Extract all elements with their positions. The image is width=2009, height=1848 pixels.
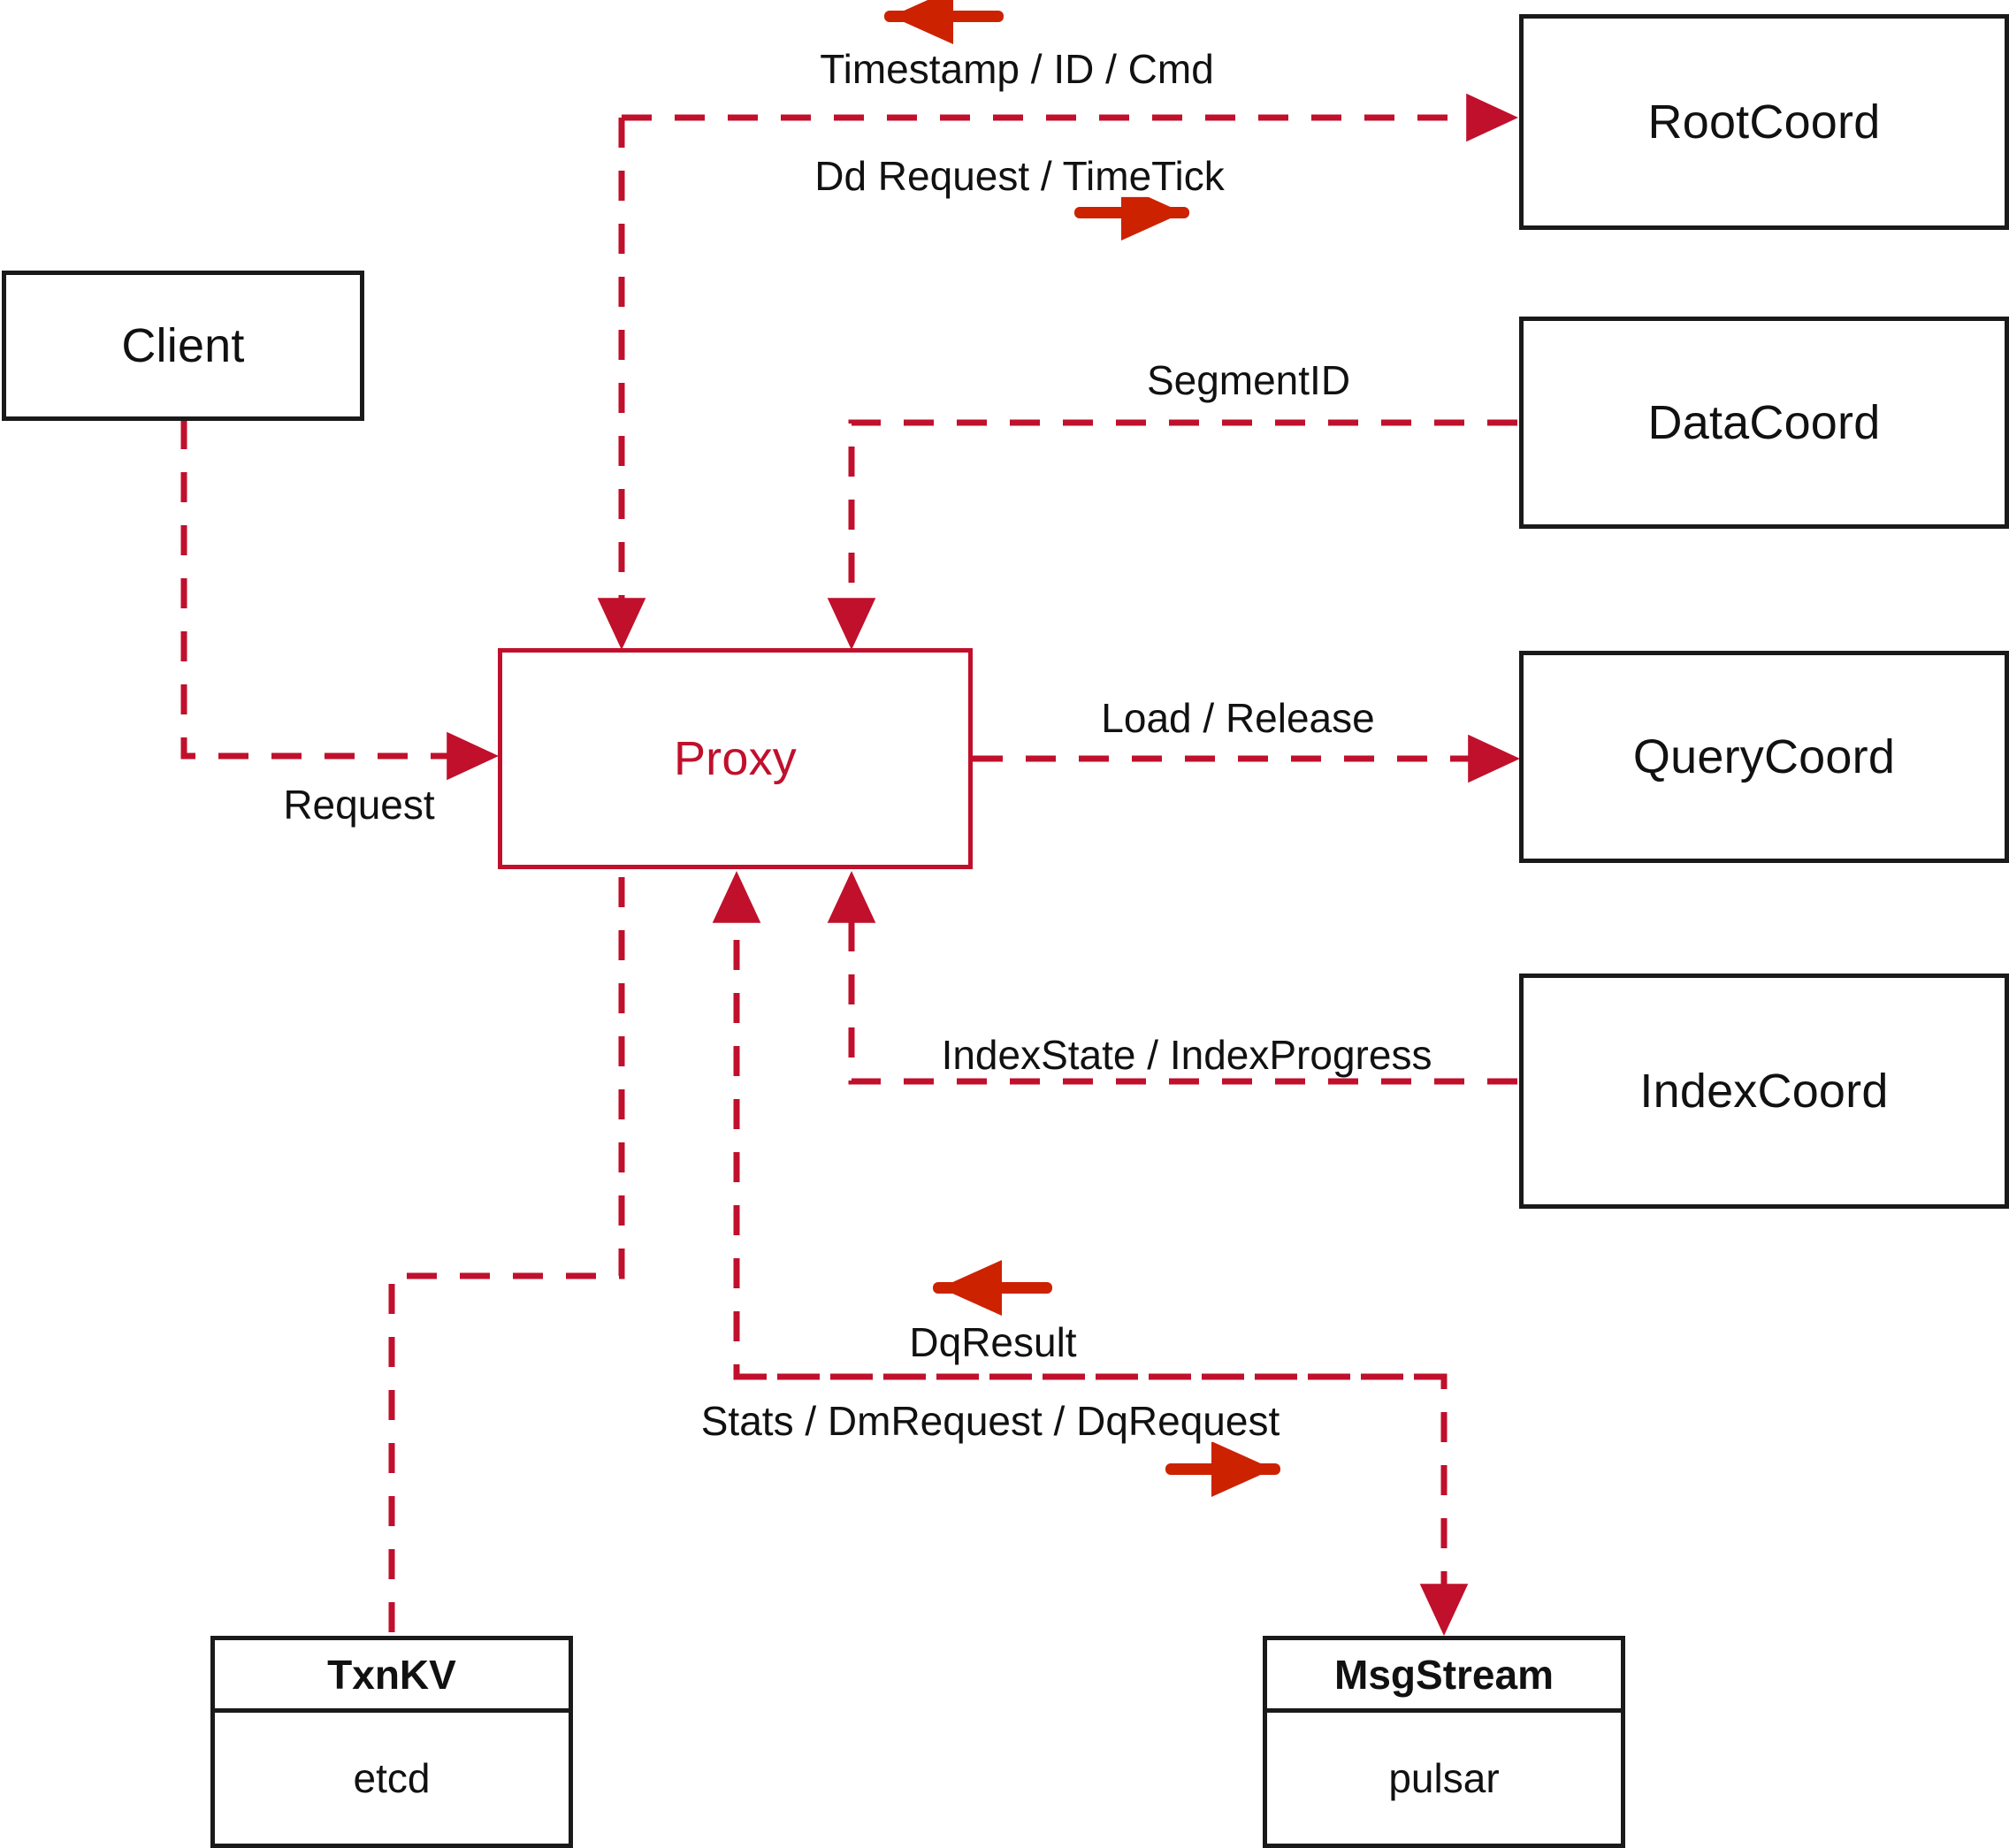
node-txnkv-header-label: TxnKV: [327, 1651, 456, 1698]
edge-label-segmentid: SegmentID: [1141, 359, 1356, 401]
node-txnkv[interactable]: TxnKV etcd: [210, 1636, 573, 1848]
node-data-coord[interactable]: DataCoord: [1519, 317, 2009, 529]
edge-label-dq-result: DqResult: [904, 1321, 1082, 1363]
direction-arrow-dd-request-right: [1074, 185, 1189, 241]
node-txnkv-header: TxnKV: [215, 1640, 569, 1713]
edge-label-load-release: Load / Release: [1096, 697, 1380, 739]
edge-segmentid: [827, 419, 1517, 650]
direction-arrow-stats-right: [1165, 1441, 1280, 1497]
node-msgstream-header-label: MsgStream: [1334, 1651, 1554, 1698]
node-query-coord[interactable]: QueryCoord: [1519, 651, 2009, 863]
edge-label-index-state-progress: IndexState / IndexProgress: [936, 1034, 1438, 1076]
node-client[interactable]: Client: [2, 271, 364, 421]
node-index-coord-label: IndexCoord: [1639, 1065, 1889, 1118]
node-msgstream-header: MsgStream: [1267, 1640, 1621, 1713]
edge-label-timestamp-id-cmd: Timestamp / ID / Cmd: [814, 48, 1219, 90]
direction-arrow-group: [884, 0, 1280, 1497]
edge-label-dd-request-timetick: Dd Request / TimeTick: [809, 155, 1230, 197]
node-proxy-label: Proxy: [673, 732, 798, 785]
edge-stats-dmrequest-dqrequest: [737, 1373, 1469, 1636]
node-root-coord[interactable]: RootCoord: [1519, 14, 2009, 230]
edge-dq-result: [712, 871, 1444, 1380]
node-msgstream-body-label: pulsar: [1388, 1755, 1500, 1801]
edge-label-request: Request: [278, 783, 440, 826]
edge-index-state-progress: [827, 871, 1517, 1085]
edge-proxy-txnkv: [388, 877, 625, 1634]
node-msgstream-body: pulsar: [1267, 1713, 1621, 1844]
direction-arrow-timestamp-left: [884, 0, 1004, 44]
edge-label-stats-dmrequest-dqrequest: Stats / DmRequest / DqRequest: [695, 1400, 1286, 1442]
node-txnkv-body-label: etcd: [353, 1755, 431, 1801]
node-proxy[interactable]: Proxy: [498, 648, 973, 869]
node-msgstream[interactable]: MsgStream pulsar: [1263, 1636, 1625, 1848]
edge-request: [180, 419, 499, 781]
node-client-label: Client: [121, 319, 245, 372]
node-data-coord-label: DataCoord: [1647, 396, 1881, 449]
node-index-coord[interactable]: IndexCoord: [1519, 974, 2009, 1209]
direction-arrow-dq-result-left: [933, 1260, 1052, 1316]
node-txnkv-body: etcd: [215, 1713, 569, 1844]
node-root-coord-label: RootCoord: [1647, 95, 1881, 149]
node-query-coord-label: QueryCoord: [1632, 730, 1896, 783]
